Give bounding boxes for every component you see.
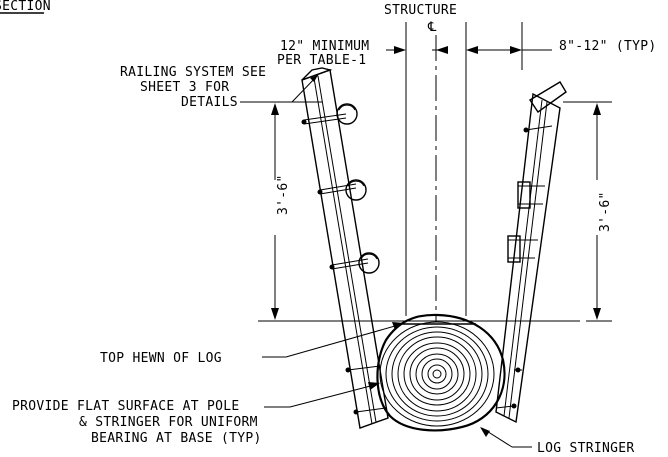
left-height-dimension: 3'-6" (271, 103, 291, 320)
railing-callout-line1: RAILING SYSTEM SEE (120, 65, 266, 80)
right-height-dimension: 3'-6" (593, 103, 613, 320)
post-brackets-right (495, 125, 553, 409)
railing-ball-top (336, 103, 358, 125)
log-stringer-leader (480, 427, 532, 448)
section-title-text: SECTION (0, 0, 51, 14)
railing-callout-line3: DETAILS (181, 95, 238, 110)
left-height-label: 3'-6" (276, 174, 291, 215)
horizontal-dimension-arrows (386, 46, 552, 54)
rail-offset-dimension: 8"-12" (TYP) (559, 39, 657, 54)
centerline-symbol: ℄ (427, 20, 437, 35)
railing-callout-line2: SHEET 3 FOR (140, 80, 229, 95)
left-railing-post (301, 67, 389, 429)
top-hewn-callout: TOP HEWN OF LOG (100, 351, 222, 366)
section-title: SECTION (0, 0, 51, 14)
right-height-label: 3'-6" (598, 191, 613, 232)
railing-ball-bottom (358, 252, 380, 274)
log-stringer-cross-section (376, 313, 506, 432)
log-stringer-callout: LOG STRINGER (537, 441, 635, 456)
flat-surface-callout-line2: & STRINGER FOR UNIFORM (79, 415, 258, 430)
clearance-reference-lines (405, 22, 523, 316)
top-hewn-leader (262, 322, 404, 358)
flat-surface-leader (264, 382, 380, 408)
extension-lines (258, 101, 612, 322)
min-clearance-line1: 12" MINIMUM (280, 39, 369, 54)
railing-ball-middle (345, 179, 367, 201)
structure-label: STRUCTURE (384, 3, 457, 18)
min-clearance-line2: PER TABLE-1 (277, 53, 366, 68)
right-railing-post (495, 81, 567, 424)
post-bolts-left (301, 113, 387, 415)
flat-surface-callout-line3: BEARING AT BASE (TYP) (91, 431, 262, 446)
flat-surface-callout-line1: PROVIDE FLAT SURFACE AT POLE (12, 399, 240, 414)
